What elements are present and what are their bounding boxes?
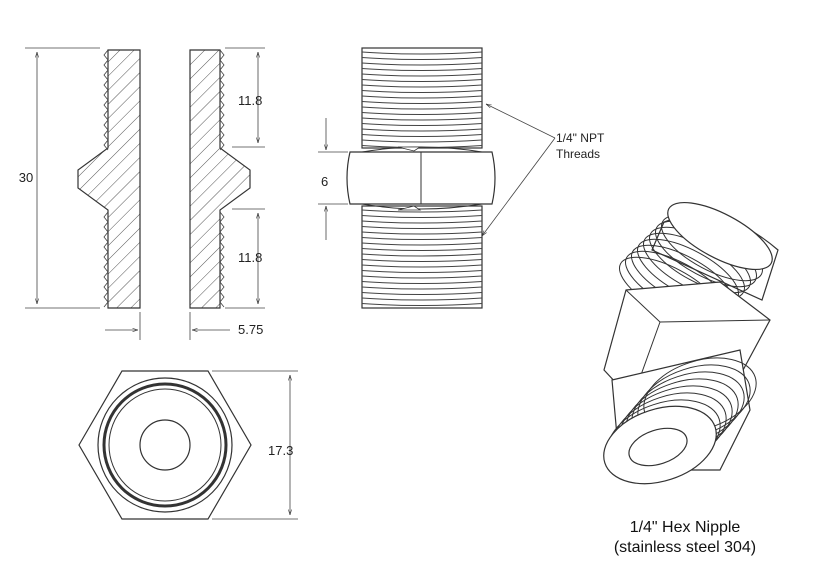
thread-length-top-dimension <box>225 47 265 148</box>
side-hex-chamfer-top <box>361 146 483 153</box>
npt-callout-line2: Threads <box>556 147 600 161</box>
side-view <box>346 47 496 309</box>
part-caption: 1/4" Hex Nipple (stainless steel 304) <box>560 518 810 558</box>
bore-label: 5.75 <box>238 322 263 337</box>
end-thread-ring-inner <box>108 388 222 502</box>
end-bore-circle <box>139 419 191 471</box>
hex-height-dimension <box>318 118 348 240</box>
overall-length-dimension <box>25 47 100 309</box>
hex-across-flats-label: 17.3 <box>268 443 293 458</box>
end-thread-ring-mid <box>102 382 228 508</box>
hex-height-label: 6 <box>321 174 328 189</box>
iso-top-face <box>667 201 773 271</box>
npt-callout-line1: 1/4" NPT <box>556 131 605 145</box>
section-right-wall <box>189 49 251 309</box>
thread-length-bottom-label: 11.8 <box>238 250 262 265</box>
npt-callout-leaders <box>482 104 556 236</box>
thread-length-top-label: 11.8 <box>238 93 262 108</box>
hex-across-flats-dimension <box>212 370 298 520</box>
end-hex-outline <box>78 370 252 520</box>
isometric-view <box>603 201 779 485</box>
end-thread-ring-outer <box>97 377 233 513</box>
side-hex-chamfer-bottom <box>361 203 483 210</box>
end-view <box>78 370 252 520</box>
section-thread-profile <box>103 49 225 308</box>
caption-line2: (stainless steel 304) <box>613 539 757 556</box>
side-thread-lower <box>361 205 483 309</box>
section-left-wall <box>77 49 141 309</box>
bore-dimension <box>105 312 230 340</box>
caption-line1: 1/4" Hex Nipple <box>629 519 741 536</box>
section-view <box>77 49 251 309</box>
thread-length-bottom-dimension <box>225 208 265 309</box>
overall-length-label: 30 <box>19 170 33 185</box>
iso-bore <box>628 427 688 467</box>
